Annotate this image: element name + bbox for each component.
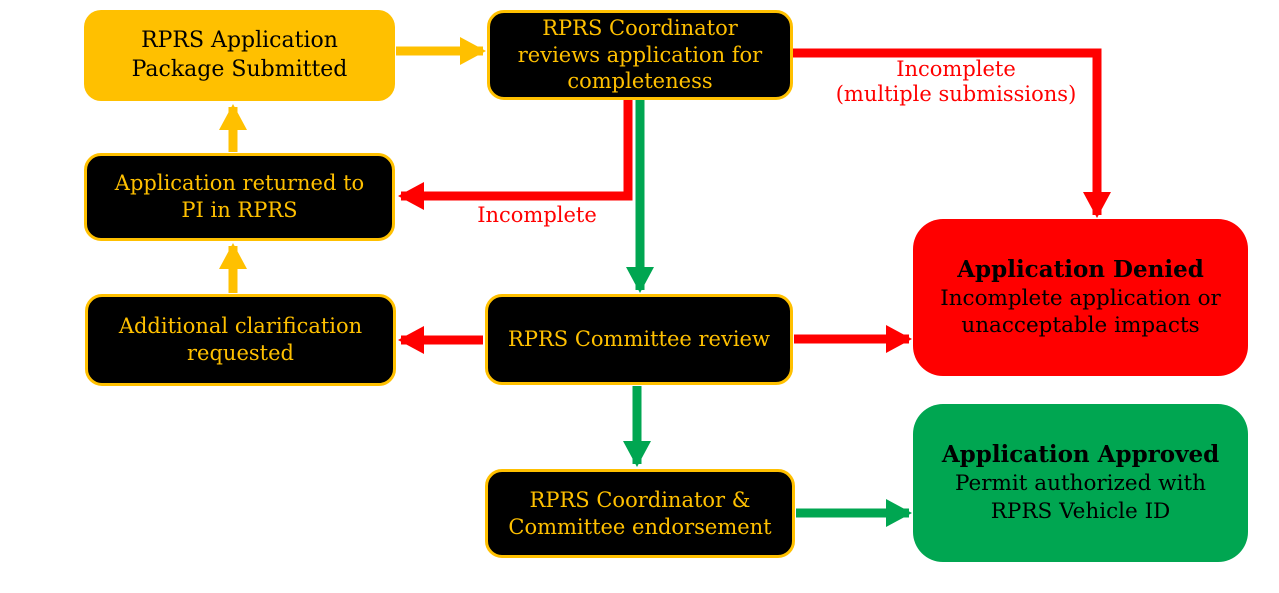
approved-body: Permit authorized with RPRS Vehicle ID xyxy=(955,471,1206,524)
edge-label-incomplete: Incomplete xyxy=(477,203,597,227)
denied-title: Application Denied xyxy=(957,255,1204,283)
arrow-coordinator-to-returned xyxy=(398,100,633,210)
node-coordinator-review: RPRS Coordinator reviews application for… xyxy=(487,10,793,100)
denied-body: Incomplete application or unacceptable i… xyxy=(940,285,1221,339)
node-committee-review: RPRS Committee review xyxy=(485,294,793,385)
node-additional-clarification: Additional clarification requested xyxy=(85,294,396,386)
node-application-denied: Application Denied Incomplete applicatio… xyxy=(913,219,1248,376)
edge-label-incomplete-multiple: Incomplete (multiple submissions) xyxy=(835,57,1077,106)
node-endorsement: RPRS Coordinator & Committee endorsement xyxy=(485,469,795,558)
approved-title: Application Approved xyxy=(941,441,1220,469)
node-application-submitted: RPRS Application Package Submitted xyxy=(84,10,395,101)
node-application-returned: Application returned to PI in RPRS xyxy=(84,153,395,241)
node-application-approved: Application Approved Permit authorized w… xyxy=(913,404,1248,562)
